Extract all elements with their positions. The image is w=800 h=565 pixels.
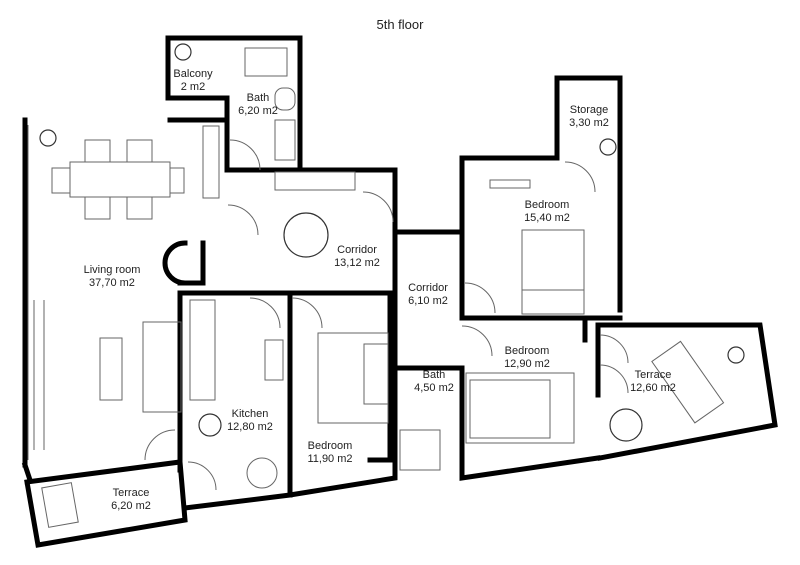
plant-icons [39, 43, 745, 442]
outer-walls [21, 35, 778, 548]
thin-lines [27, 47, 725, 528]
floor-title: 5th floor [376, 17, 424, 32]
